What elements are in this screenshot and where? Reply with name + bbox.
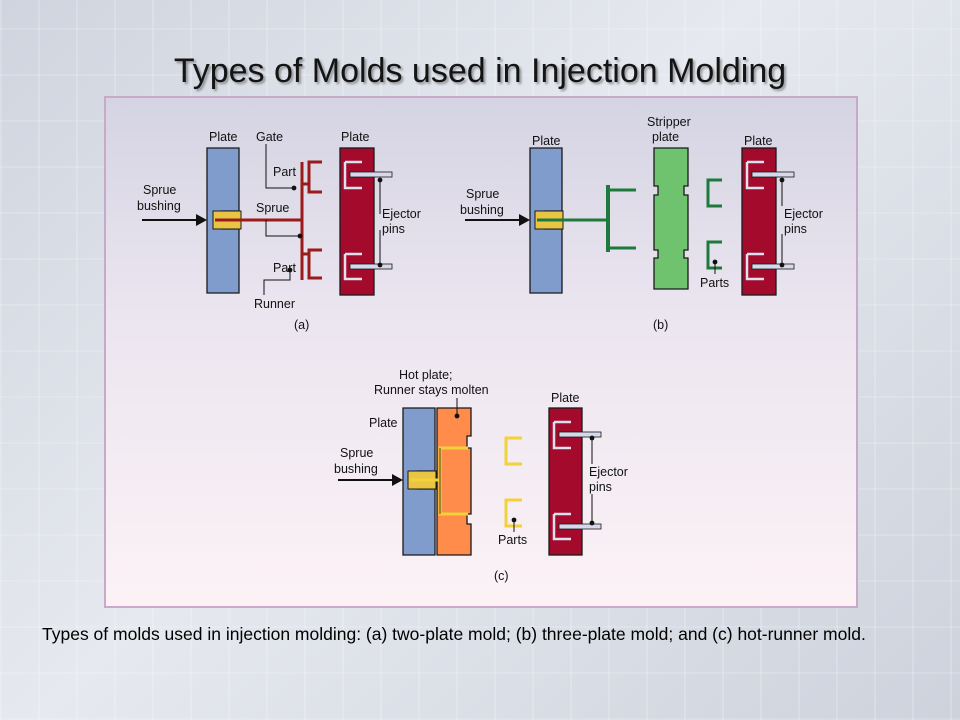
c-plate-label: Plate	[369, 416, 398, 430]
c-plate-right-label: Plate	[551, 391, 580, 405]
a-sprue-arrow-icon	[196, 214, 207, 226]
b-ejector-label-1: Ejector	[784, 207, 823, 221]
figure-caption: Types of molds used in injection molding…	[42, 624, 866, 644]
hot-runner-mold: Hot plate; Runner stays molten Plate Pla…	[334, 368, 628, 583]
c-hot-plate	[436, 407, 472, 556]
c-hot-plate-label-2: Runner stays molten	[374, 383, 489, 397]
two-plate-mold: Plate Gate Part Sprue Part Runner Plate …	[137, 130, 421, 332]
c-hot-plate-label-1: Hot plate;	[399, 368, 453, 382]
b-parts-label: Parts	[700, 276, 729, 290]
b-caption-label: (b)	[653, 318, 668, 332]
a-plate-label: Plate	[209, 130, 238, 144]
b-part-top	[706, 178, 722, 208]
c-part-top	[504, 436, 522, 466]
b-stripper-label-2: plate	[652, 130, 679, 144]
b-sprue-bushing-label-2: bushing	[460, 203, 504, 217]
a-part-top-label: Part	[273, 165, 296, 179]
c-parts-label: Parts	[498, 533, 527, 547]
b-stripper-plate	[653, 147, 689, 290]
a-sprue-bushing-label-2: bushing	[137, 199, 181, 213]
c-ejector-pin-top	[558, 431, 602, 438]
a-ejector-label-1: Ejector	[382, 207, 421, 221]
c-ejector-label-2: pins	[589, 480, 612, 494]
three-plate-mold: Plate Stripper plate Plate Sprue bushing…	[460, 115, 823, 332]
b-ejector-pin-bottom	[751, 263, 795, 270]
a-ejector-pin-top	[349, 171, 393, 178]
mold-types-figure: Plate Gate Part Sprue Part Runner Plate …	[104, 96, 858, 608]
a-caption-label: (a)	[294, 318, 309, 332]
a-sprue-bushing-label-1: Sprue	[143, 183, 176, 197]
a-runner-label: Runner	[254, 297, 295, 311]
c-sprue-arrow-icon	[392, 474, 403, 486]
c-ejector-pin-bottom	[558, 523, 602, 530]
c-sprue-bushing-label-1: Sprue	[340, 446, 373, 460]
b-ejector-pin-top	[751, 171, 795, 178]
slide-title: Types of Molds used in Injection Molding	[173, 52, 787, 90]
c-sprue-bushing-label-2: bushing	[334, 462, 378, 476]
b-sprue-arrow-icon	[519, 214, 530, 226]
a-plate-right-label: Plate	[341, 130, 370, 144]
a-part-bottom-label: Part	[273, 261, 296, 275]
mold-diagram: Plate Gate Part Sprue Part Runner Plate …	[137, 115, 823, 583]
c-caption-label: (c)	[494, 569, 509, 583]
b-plate-right-label: Plate	[744, 134, 773, 148]
a-ejector-label-2: pins	[382, 222, 405, 236]
a-ejector-pin-bottom	[349, 263, 393, 270]
b-stripper-label-1: Stripper	[647, 115, 691, 129]
a-part-top	[302, 160, 322, 186]
b-ejector-label-2: pins	[784, 222, 807, 236]
a-part-bottom	[302, 248, 322, 256]
c-ejector-label-1: Ejector	[589, 465, 628, 479]
a-gate-label: Gate	[256, 130, 283, 144]
b-plate-label: Plate	[532, 134, 561, 148]
a-sprue-label: Sprue	[256, 201, 289, 215]
b-sprue-bushing-label-1: Sprue	[466, 187, 499, 201]
